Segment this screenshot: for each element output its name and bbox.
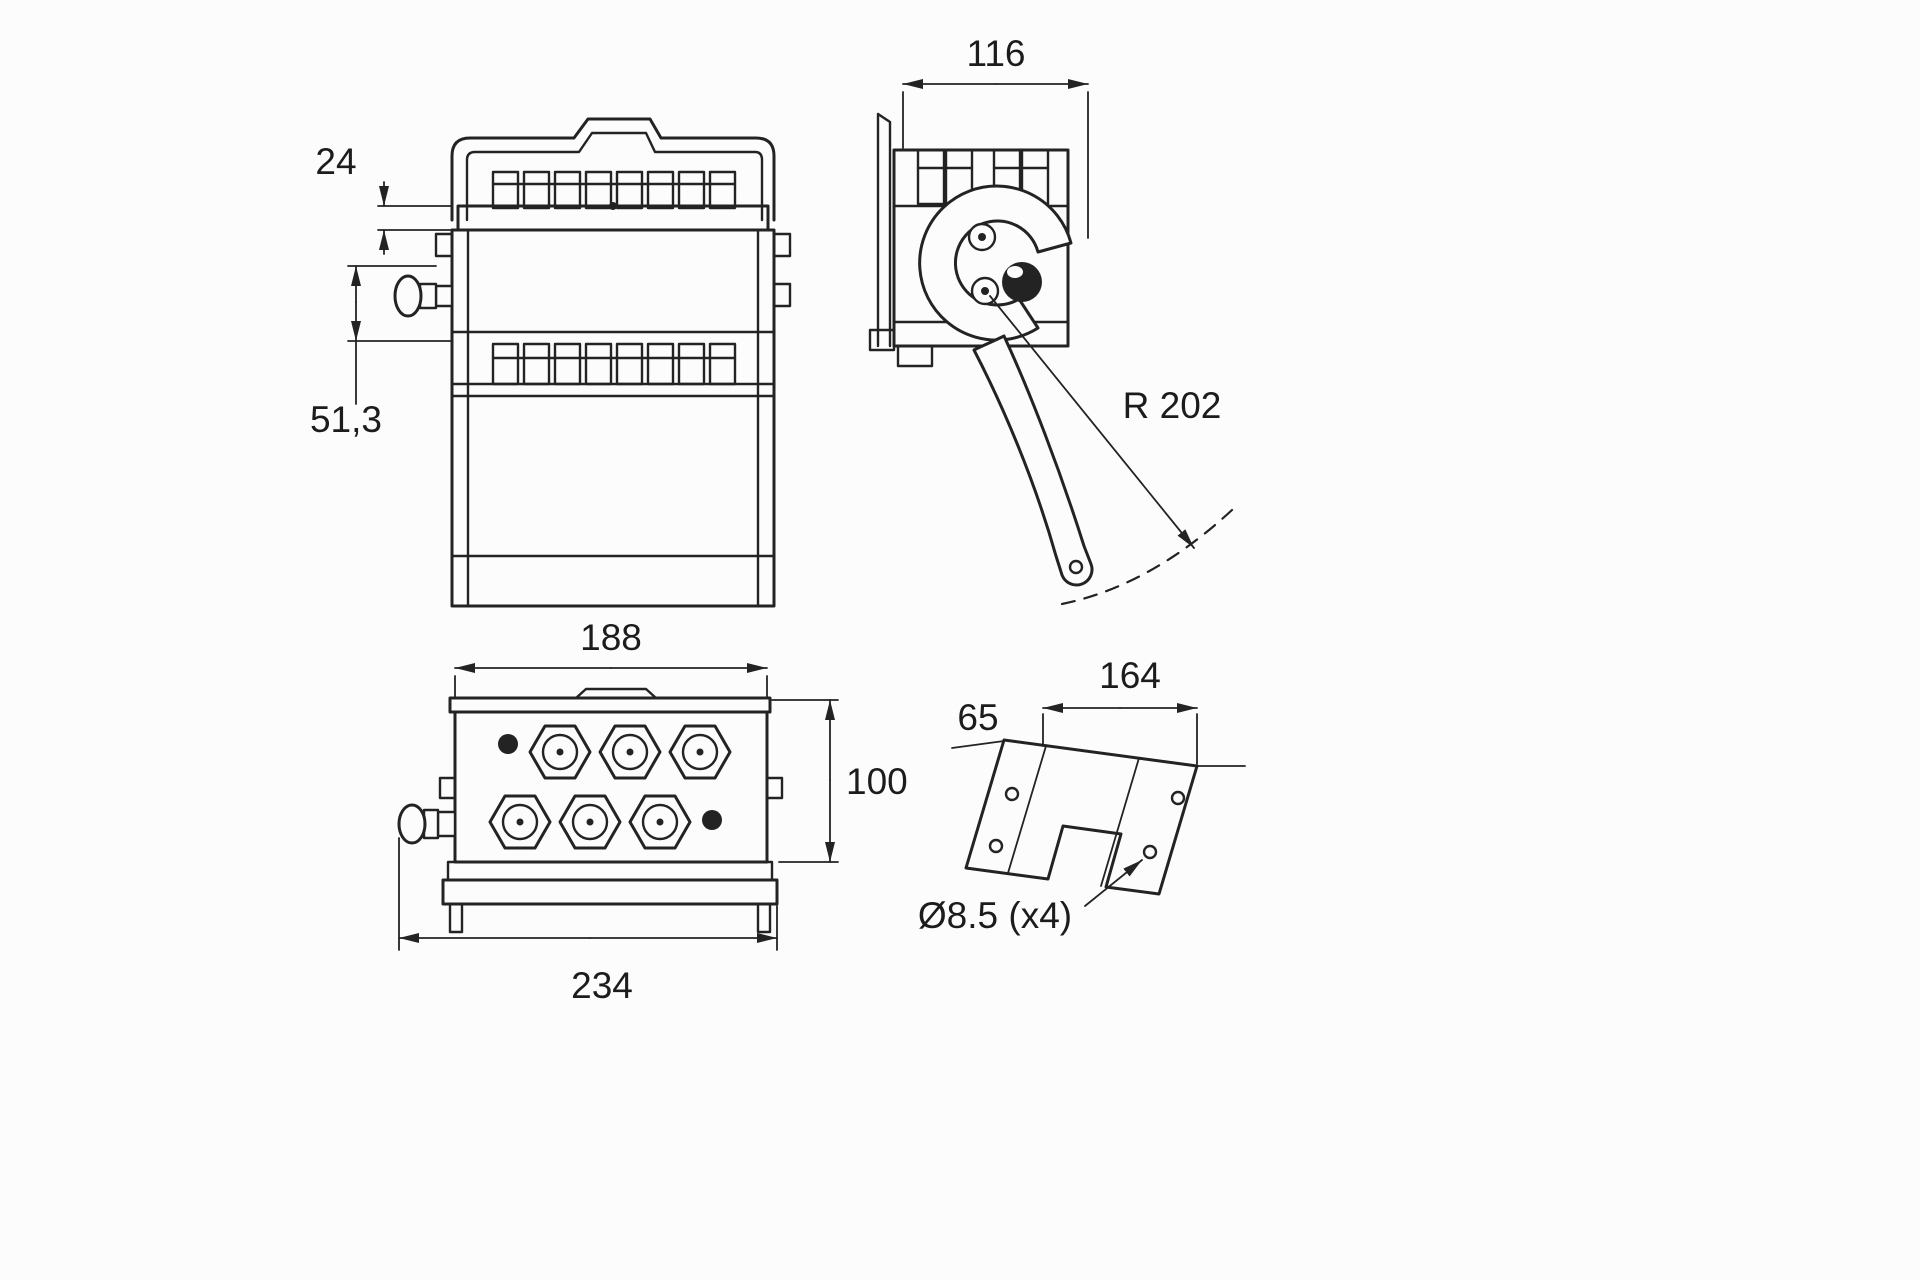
dimension-24: 24 [315, 141, 453, 255]
dimension-188: 188 [454, 617, 768, 699]
left-bolt-knob [393, 274, 454, 318]
front-view: 24 51,3 [310, 117, 792, 608]
valve-body [450, 228, 776, 608]
bottom-plate [441, 878, 779, 906]
dimension-164: 164 [1042, 655, 1198, 765]
top-view-left-bolt [397, 803, 457, 845]
dim-label-100: 100 [846, 761, 908, 802]
dimension-234: 234 [398, 837, 778, 1006]
top-view-plate [448, 696, 772, 714]
dim-label-51-3: 51,3 [310, 399, 382, 440]
side-tab-right-mid [772, 282, 792, 308]
dim-label-r202: R 202 [1123, 385, 1222, 426]
dark-plug-upper-left [498, 734, 518, 754]
bottom-flange-left [448, 902, 464, 934]
hex-fitting-row-middle [491, 342, 737, 386]
bracket-view: 164 65 Ø8.5 (x4) [918, 655, 1246, 936]
hex-fitting-row-top [491, 170, 737, 210]
hex-plug-row-2 [488, 794, 692, 850]
carry-handle-inner [465, 131, 764, 222]
top-view-tab-left [438, 776, 457, 800]
radius-leader-line [989, 295, 1195, 549]
dimension-116: 116 [902, 33, 1089, 239]
bracket-holes [988, 786, 1186, 860]
dim-label-65: 65 [957, 697, 998, 738]
dim-label-164: 164 [1099, 655, 1161, 696]
gripped-pin-highlight [1007, 266, 1023, 278]
dim-label-234: 234 [571, 965, 633, 1006]
bracket-fold-lines [1007, 745, 1246, 887]
hole-spec: Ø8.5 (x4) [918, 859, 1143, 936]
hex-plug-row-1 [528, 724, 732, 780]
side-view: R 202 116 [868, 33, 1234, 606]
dim-label-188: 188 [580, 617, 642, 658]
side-tab-right-top [772, 232, 792, 258]
dimension-100: 100 [771, 699, 908, 863]
bottom-flange-right [756, 902, 772, 934]
dark-plug-lower-right [702, 810, 722, 830]
lever-arm [972, 334, 1094, 587]
dimension-65: 65 [951, 697, 1005, 749]
lever-travel-arc [1060, 508, 1234, 606]
lever-hook-head [918, 184, 1073, 342]
lever-arm-end-hole [1068, 559, 1084, 575]
body-side-plates [466, 228, 760, 608]
bracket-outline [964, 738, 1199, 896]
bottom-band [446, 860, 774, 882]
dim-label-24: 24 [315, 141, 356, 182]
pivot-bolt-lower [970, 276, 1000, 306]
carry-handle-outer [450, 117, 776, 222]
pivot-bolt-upper [967, 222, 997, 252]
gripped-pin [1002, 262, 1042, 302]
side-bottom-tab [896, 344, 934, 368]
body-section-lines [450, 330, 776, 558]
top-view-handle-bump [574, 687, 658, 700]
top-view: 188 [397, 617, 908, 1006]
thin-plate [876, 112, 892, 348]
side-tab-left-top [434, 232, 454, 258]
dim-label-116: 116 [967, 33, 1026, 74]
top-view-tab-right [765, 776, 784, 800]
dimension-51-3: 51,3 [310, 265, 453, 440]
dim-label-hole-spec: Ø8.5 (x4) [918, 895, 1072, 936]
